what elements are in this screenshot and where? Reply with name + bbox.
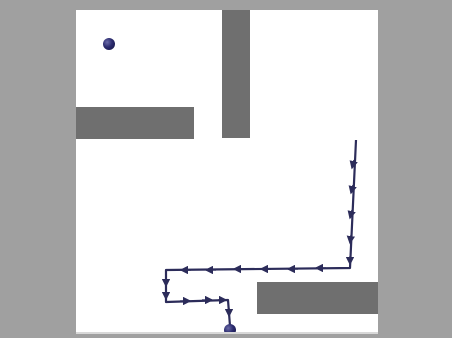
trajectory-arrow-ticks bbox=[166, 160, 354, 316]
goal-sphere-icon bbox=[103, 38, 115, 50]
trajectory-path bbox=[76, 10, 378, 334]
maze-arena bbox=[76, 10, 378, 334]
agent-sphere-icon bbox=[224, 324, 236, 334]
trajectory-polyline bbox=[166, 140, 356, 326]
